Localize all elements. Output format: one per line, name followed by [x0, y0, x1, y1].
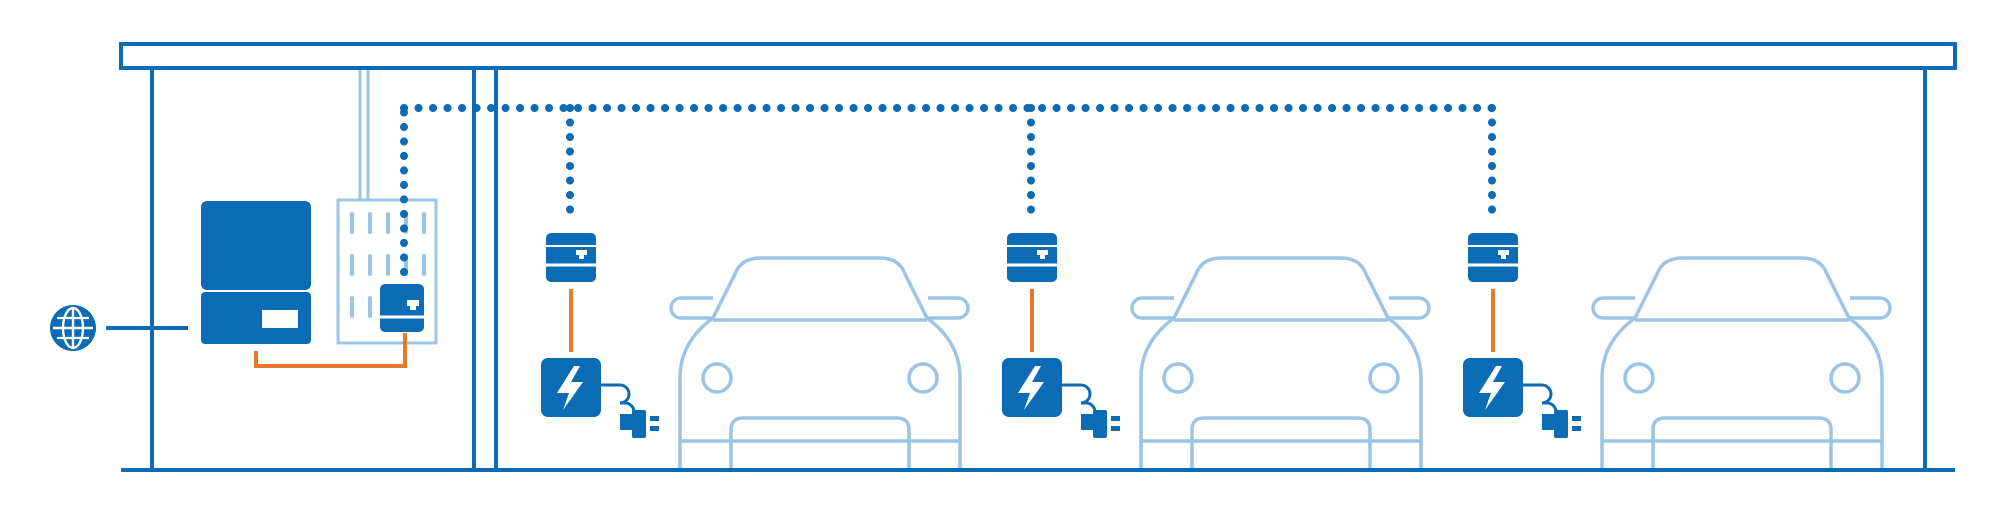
- cabinet-network-socket-icon: [380, 284, 424, 332]
- roof-beam: [119, 42, 1957, 70]
- communication-bus: [400, 104, 1496, 276]
- car-outline-icon: [669, 256, 970, 468]
- charger-lightning-icon: [541, 358, 601, 417]
- network-socket-icon: [546, 233, 596, 282]
- power-link-inverter: [254, 333, 407, 368]
- charging-point-2: [1000, 231, 1431, 470]
- globe-icon: [50, 305, 96, 351]
- garage-building: [119, 42, 1957, 472]
- inverter-icon: [201, 201, 311, 344]
- charging-plug-icon: [620, 410, 659, 438]
- charging-point-1: [541, 233, 970, 468]
- charging-point-3: [1461, 231, 1892, 470]
- distribution-cabinet-icon: [336, 70, 438, 345]
